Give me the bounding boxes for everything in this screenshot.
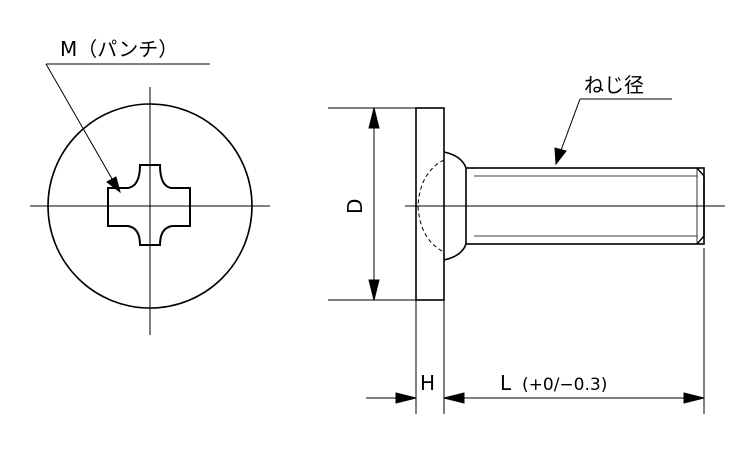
length-letter: L bbox=[500, 371, 512, 395]
l-arrow-right-icon bbox=[683, 392, 705, 404]
screw-side-view bbox=[405, 107, 725, 301]
head-height-label: H bbox=[420, 371, 435, 395]
d-arrow-bottom-icon bbox=[368, 279, 380, 301]
extension-lines bbox=[415, 248, 705, 414]
d-arrow-top-icon bbox=[368, 107, 380, 129]
thread-leader bbox=[554, 98, 672, 166]
neck-fillet bbox=[443, 151, 467, 261]
diameter-label: D bbox=[343, 199, 367, 214]
recess-hidden-line bbox=[417, 159, 445, 253]
head-top-view bbox=[30, 87, 270, 335]
punch-label: M（パンチ） bbox=[60, 37, 178, 61]
screw-head bbox=[415, 107, 445, 301]
punch-leader bbox=[45, 63, 210, 194]
thread-label: ねじ径 bbox=[584, 73, 644, 97]
h-arrow-left-icon bbox=[395, 392, 417, 404]
length-tolerance: (+0/−0.3) bbox=[522, 375, 607, 395]
phillips-recess-icon bbox=[107, 164, 191, 246]
dimension-D bbox=[328, 107, 416, 301]
punch-arrow-icon bbox=[106, 176, 121, 194]
dimension-L bbox=[444, 392, 705, 404]
thread-arrow-icon bbox=[554, 147, 567, 166]
